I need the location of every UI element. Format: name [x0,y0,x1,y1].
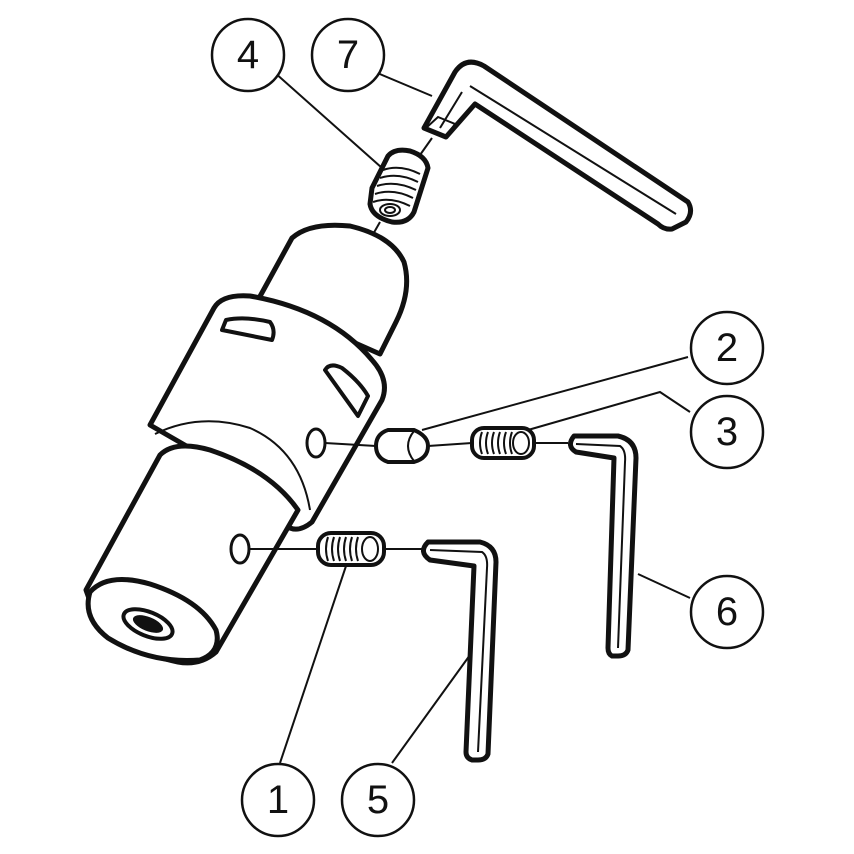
set-screw-lower [316,531,386,567]
svg-text:6: 6 [716,590,738,634]
callout-6: 6 [689,574,765,650]
callout-4: 4 [210,17,286,93]
hex-key-lower [421,539,499,763]
svg-text:1: 1 [267,778,289,822]
axis-line-top [419,137,433,156]
svg-text:5: 5 [367,778,389,822]
svg-text:7: 7 [337,33,359,77]
callout-5: 5 [340,762,416,838]
svg-text:4: 4 [237,33,259,77]
pin [374,428,430,464]
set-screw-middle [470,426,536,460]
hex-key-middle [568,433,639,659]
svg-text:2: 2 [716,326,738,370]
svg-text:3: 3 [716,410,738,454]
callout-7: 7 [310,17,386,93]
hex-key-top [421,59,694,232]
callout-2: 2 [689,310,765,386]
leader-lines [273,71,691,764]
callout-1: 1 [240,762,316,838]
set-screw-top [367,147,431,225]
axis-line-middle-2 [427,442,473,447]
callout-3: 3 [689,394,765,470]
axis-line-middle-1 [324,442,377,447]
tool-holder-body [83,222,410,666]
